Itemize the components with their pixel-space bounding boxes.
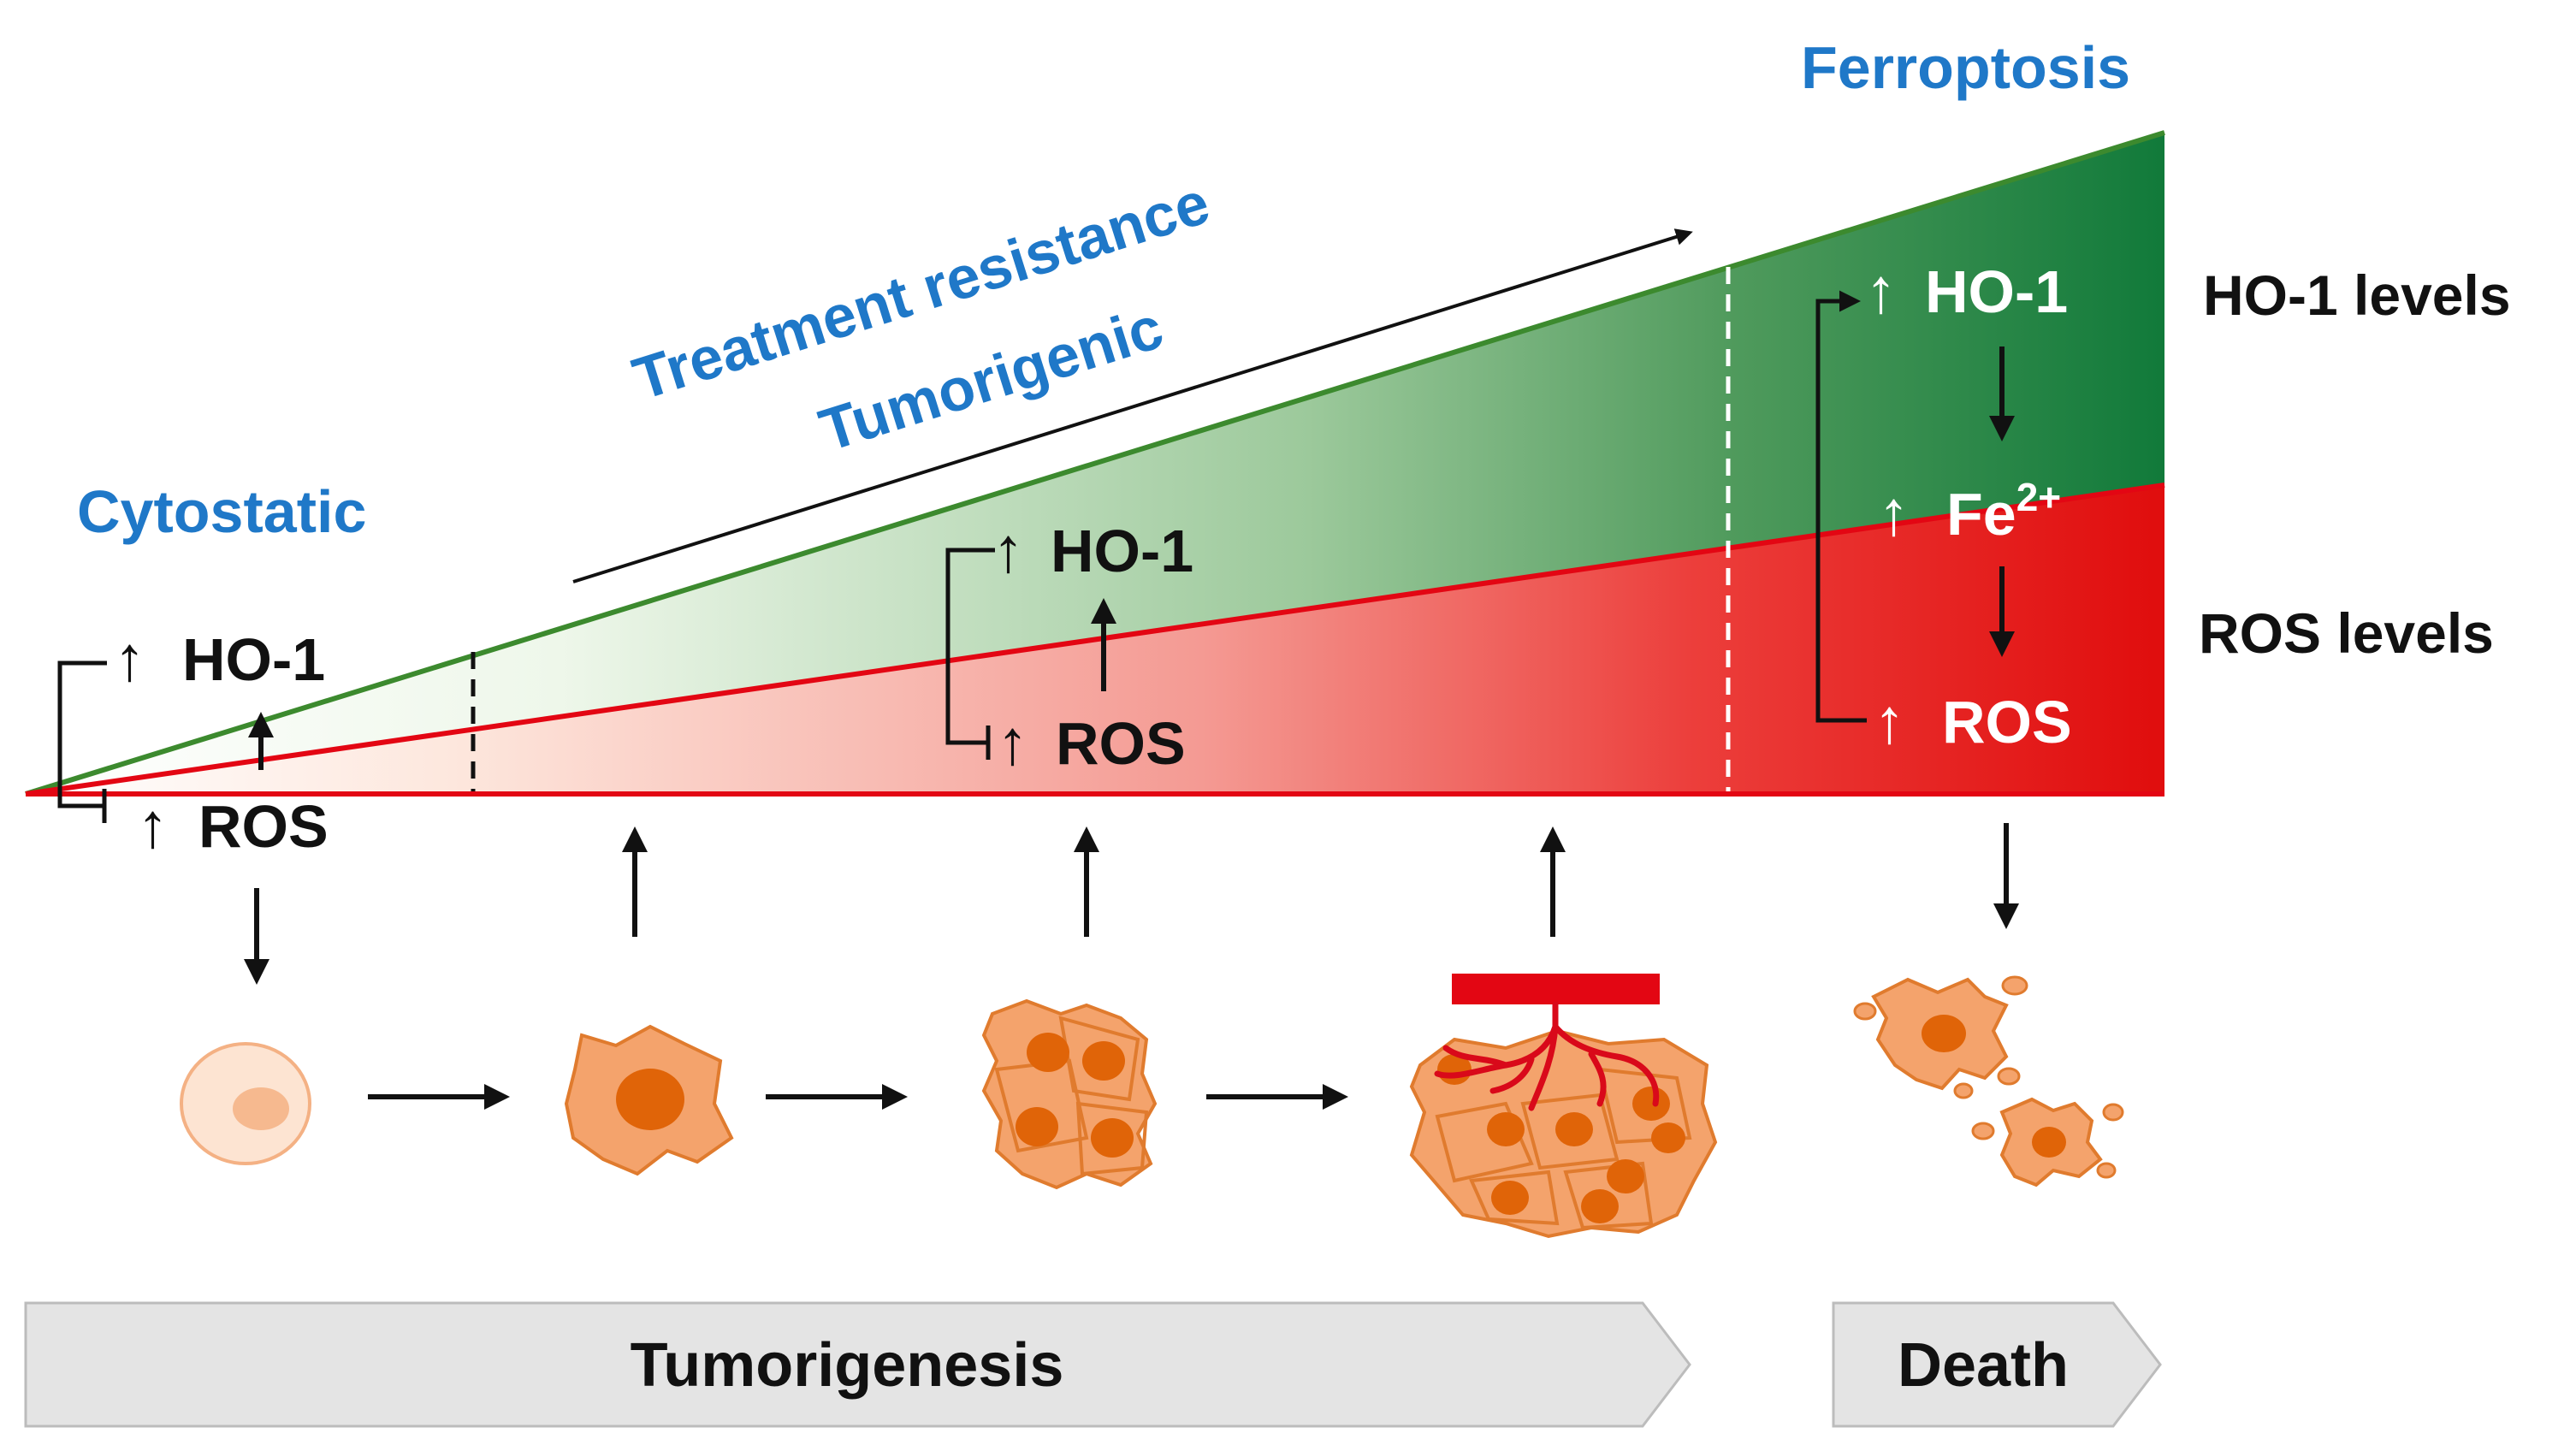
up-arrow-icon: ↑ (997, 707, 1028, 778)
transformed-cell (564, 1024, 734, 1176)
ros-levels-label: ROS levels (2199, 601, 2494, 665)
up-arrow-icon: ↑ (114, 623, 145, 694)
stage-right-ho1: HO-1 (1925, 258, 2068, 325)
blood-vessel-icon (1434, 1001, 1660, 1111)
dead-cells (1853, 975, 2124, 1187)
ho1-wedge-edge (25, 130, 2165, 797)
stage-mid-feedback: ↑ HO-1 ↑ ROS (945, 514, 1193, 778)
up-arrow-icon: ↑ (1878, 477, 1910, 548)
cell-cluster (981, 998, 1158, 1190)
feedback-loop-arrow-icon (1815, 290, 1867, 723)
trend-arrow-icon (572, 228, 1693, 583)
up-arrow-icon: ↑ (137, 790, 169, 861)
stage-right-cascade: ↑ HO-1 ↑ Fe2+ ↑ ROS (1815, 255, 2072, 756)
death-label: Death (1898, 1331, 2069, 1400)
stage-right-ros: ROS (1942, 689, 2072, 755)
normal-cell (180, 1042, 311, 1165)
tumorigenesis-bar: Tumorigenesis (24, 1301, 1691, 1428)
stage-left-feedback: ↑ HO-1 ↑ ROS (57, 623, 329, 861)
ferroptosis-label: Ferroptosis (1801, 34, 2130, 101)
stage-left-ros: ROS (198, 793, 329, 860)
feedback-bracket-icon (57, 660, 107, 808)
death-bar: Death (1832, 1301, 2162, 1428)
tumorigenesis-label: Tumorigenesis (631, 1331, 1064, 1400)
stage-mid-ho1: HO-1 (1051, 518, 1193, 584)
stage-mid-ros: ROS (1056, 710, 1186, 777)
stage-left-ho1: HO-1 (182, 626, 325, 693)
up-arrow-icon: ↑ (1874, 685, 1905, 756)
stage-right-fe: Fe2+ (1946, 475, 2061, 548)
feedback-bracket-icon (945, 548, 995, 745)
cytostatic-label: Cytostatic (77, 478, 366, 545)
ros-wedge-edge (25, 483, 2165, 797)
vascularized-tumor (1409, 974, 1718, 1239)
up-arrow-icon: ↑ (992, 514, 1024, 585)
inhibition-bar-icon (1452, 974, 1660, 1004)
up-arrow-icon: ↑ (1865, 255, 1897, 326)
ho1-levels-label: HO-1 levels (2203, 264, 2511, 327)
